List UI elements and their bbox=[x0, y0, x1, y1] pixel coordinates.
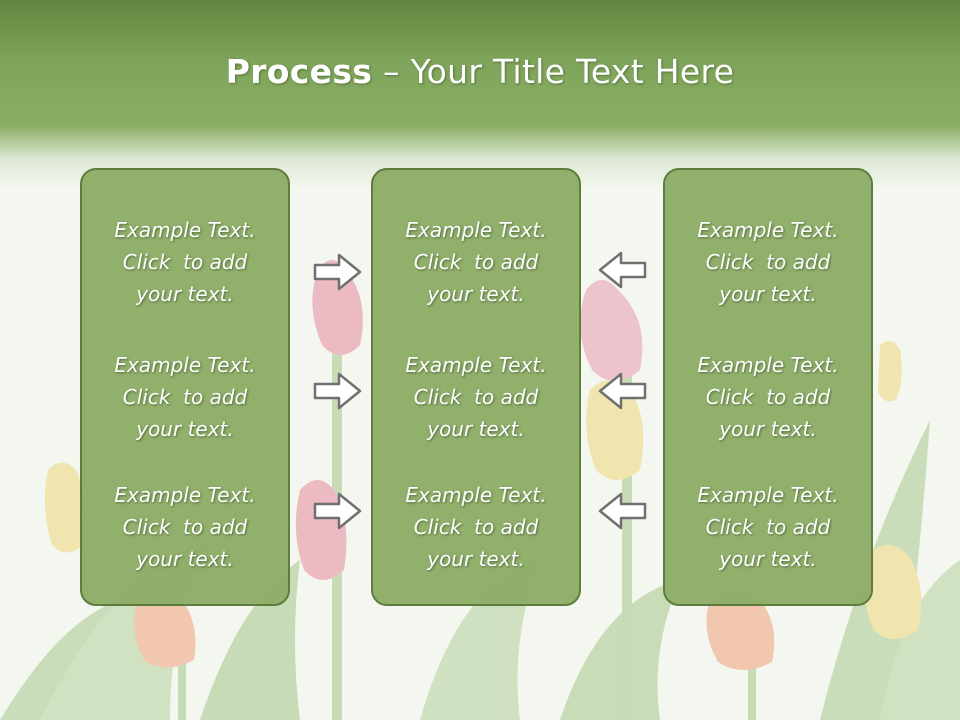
arrow-right-icon bbox=[313, 372, 362, 410]
text-block[interactable]: Example Text. Click to add your text. bbox=[373, 214, 579, 310]
text-line: your text. bbox=[719, 417, 817, 441]
text-line: your text. bbox=[719, 547, 817, 571]
slide-title[interactable]: Process – Your Title Text Here bbox=[0, 52, 960, 91]
text-line: Example Text. bbox=[405, 218, 547, 242]
text-line: Click to add bbox=[122, 250, 248, 274]
text-line: your text. bbox=[427, 547, 525, 571]
text-line: Click to add bbox=[413, 385, 539, 409]
text-block[interactable]: Example Text. Click to add your text. bbox=[373, 479, 579, 575]
text-block[interactable]: Example Text. Click to add your text. bbox=[373, 349, 579, 445]
text-line: Example Text. bbox=[697, 218, 839, 242]
text-line: Click to add bbox=[122, 385, 248, 409]
text-line: Example Text. bbox=[697, 483, 839, 507]
text-line: Example Text. bbox=[114, 353, 256, 377]
text-line: Click to add bbox=[122, 515, 248, 539]
text-block[interactable]: Example Text. Click to add your text. bbox=[82, 214, 288, 310]
title-bold-text: Process bbox=[225, 52, 373, 91]
process-box-center[interactable]: Example Text. Click to add your text. Ex… bbox=[371, 168, 581, 606]
arrow-left-icon bbox=[598, 492, 647, 530]
arrow-left-icon bbox=[598, 251, 647, 289]
title-bar bbox=[0, 0, 960, 190]
arrow-left-icon bbox=[598, 372, 647, 410]
text-line: Click to add bbox=[413, 250, 539, 274]
text-line: Example Text. bbox=[405, 353, 547, 377]
text-block[interactable]: Example Text. Click to add your text. bbox=[665, 214, 871, 310]
text-line: Click to add bbox=[705, 385, 831, 409]
text-block[interactable]: Example Text. Click to add your text. bbox=[665, 479, 871, 575]
arrow-right-icon bbox=[313, 492, 362, 530]
title-rest-text: – Your Title Text Here bbox=[372, 52, 735, 91]
text-line: your text. bbox=[136, 547, 234, 571]
text-line: Example Text. bbox=[405, 483, 547, 507]
text-line: your text. bbox=[427, 417, 525, 441]
process-box-left[interactable]: Example Text. Click to add your text. Ex… bbox=[80, 168, 290, 606]
text-line: Click to add bbox=[705, 250, 831, 274]
arrow-right-icon bbox=[313, 253, 362, 291]
text-line: your text. bbox=[427, 282, 525, 306]
process-box-right[interactable]: Example Text. Click to add your text. Ex… bbox=[663, 168, 873, 606]
text-line: your text. bbox=[136, 417, 234, 441]
text-line: Example Text. bbox=[114, 218, 256, 242]
text-block[interactable]: Example Text. Click to add your text. bbox=[665, 349, 871, 445]
text-line: Click to add bbox=[705, 515, 831, 539]
text-line: Click to add bbox=[413, 515, 539, 539]
text-block[interactable]: Example Text. Click to add your text. bbox=[82, 479, 288, 575]
text-line: Example Text. bbox=[114, 483, 256, 507]
text-block[interactable]: Example Text. Click to add your text. bbox=[82, 349, 288, 445]
text-line: your text. bbox=[719, 282, 817, 306]
text-line: your text. bbox=[136, 282, 234, 306]
text-line: Example Text. bbox=[697, 353, 839, 377]
